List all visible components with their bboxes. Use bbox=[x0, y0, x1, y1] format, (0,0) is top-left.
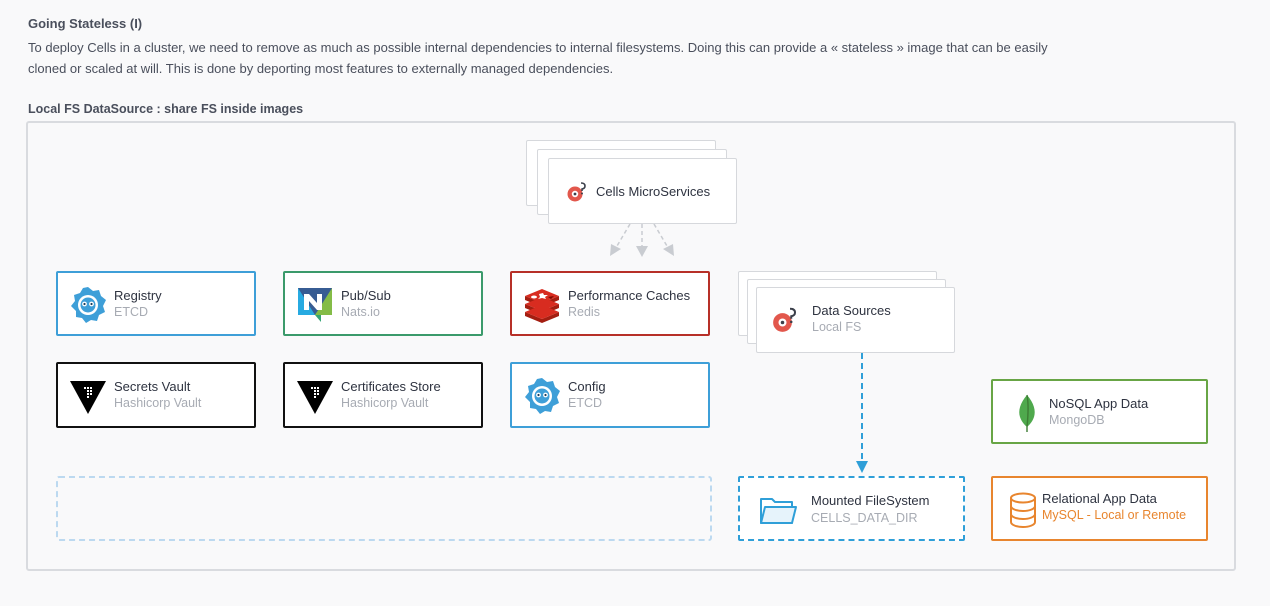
vault-icon bbox=[70, 381, 106, 414]
cells-logo-icon bbox=[773, 307, 797, 332]
relational-title: Relational App Data bbox=[1042, 491, 1157, 506]
etcd-icon bbox=[71, 287, 106, 323]
datasources-title: Data Sources bbox=[812, 303, 891, 318]
nats-icon bbox=[298, 288, 332, 322]
caches-subtitle: Redis bbox=[568, 305, 600, 319]
description-line-2: cloned or scaled at will. This is done b… bbox=[28, 61, 614, 76]
filesystem-subtitle: CELLS_DATA_DIR bbox=[811, 511, 918, 525]
filesystem-card: Mounted FileSystem CELLS_DATA_DIR bbox=[738, 476, 965, 541]
certificates-title: Certificates Store bbox=[341, 379, 441, 394]
datasources-subtitle: Local FS bbox=[812, 320, 862, 334]
secrets-card: Secrets Vault Hashicorp Vault bbox=[56, 362, 256, 428]
vault-icon bbox=[297, 381, 333, 414]
redis-icon bbox=[525, 289, 559, 323]
folder-icon bbox=[760, 498, 797, 524]
nosql-subtitle: MongoDB bbox=[1049, 413, 1105, 427]
certificates-card: Certificates Store Hashicorp Vault bbox=[283, 362, 483, 428]
caches-title: Performance Caches bbox=[568, 288, 691, 303]
page-title: Going Stateless (I) bbox=[28, 16, 143, 31]
cells-logo-icon bbox=[567, 182, 586, 202]
secrets-title: Secrets Vault bbox=[114, 379, 191, 394]
secrets-subtitle: Hashicorp Vault bbox=[114, 396, 202, 410]
registry-subtitle: ETCD bbox=[114, 305, 149, 319]
page-description: To deploy Cells in a cluster, we need to… bbox=[28, 37, 1228, 79]
registry-title: Registry bbox=[114, 288, 162, 303]
nosql-title: NoSQL App Data bbox=[1049, 396, 1149, 411]
config-title: Config bbox=[568, 379, 606, 394]
registry-card: Registry ETCD bbox=[56, 271, 256, 336]
config-card: Config ETCD bbox=[510, 362, 710, 428]
relational-subtitle: MySQL - Local or Remote bbox=[1042, 508, 1187, 522]
config-subtitle: ETCD bbox=[568, 396, 603, 410]
empty-placeholder bbox=[56, 476, 712, 541]
pubsub-card: Pub/Sub Nats.io bbox=[283, 271, 483, 336]
pubsub-title: Pub/Sub bbox=[341, 288, 391, 303]
description-line-1: To deploy Cells in a cluster, we need to… bbox=[28, 40, 1048, 55]
database-icon bbox=[1010, 492, 1036, 529]
mongodb-leaf-icon bbox=[1019, 394, 1035, 432]
certificates-subtitle: Hashicorp Vault bbox=[341, 396, 429, 410]
microservices-card: Cells MicroServices bbox=[548, 158, 737, 224]
nosql-card: NoSQL App Data MongoDB bbox=[991, 379, 1208, 444]
microservices-title: Cells MicroServices bbox=[596, 184, 711, 199]
filesystem-title: Mounted FileSystem bbox=[811, 493, 930, 508]
diagram-subtitle: Local FS DataSource : share FS inside im… bbox=[28, 102, 304, 116]
caches-card: Performance Caches Redis bbox=[510, 271, 710, 336]
etcd-icon bbox=[525, 378, 560, 414]
pubsub-subtitle: Nats.io bbox=[341, 305, 380, 319]
relational-card: Relational App Data MySQL - Local or Rem… bbox=[991, 476, 1208, 541]
datasources-card: Data Sources Local FS bbox=[756, 287, 955, 353]
